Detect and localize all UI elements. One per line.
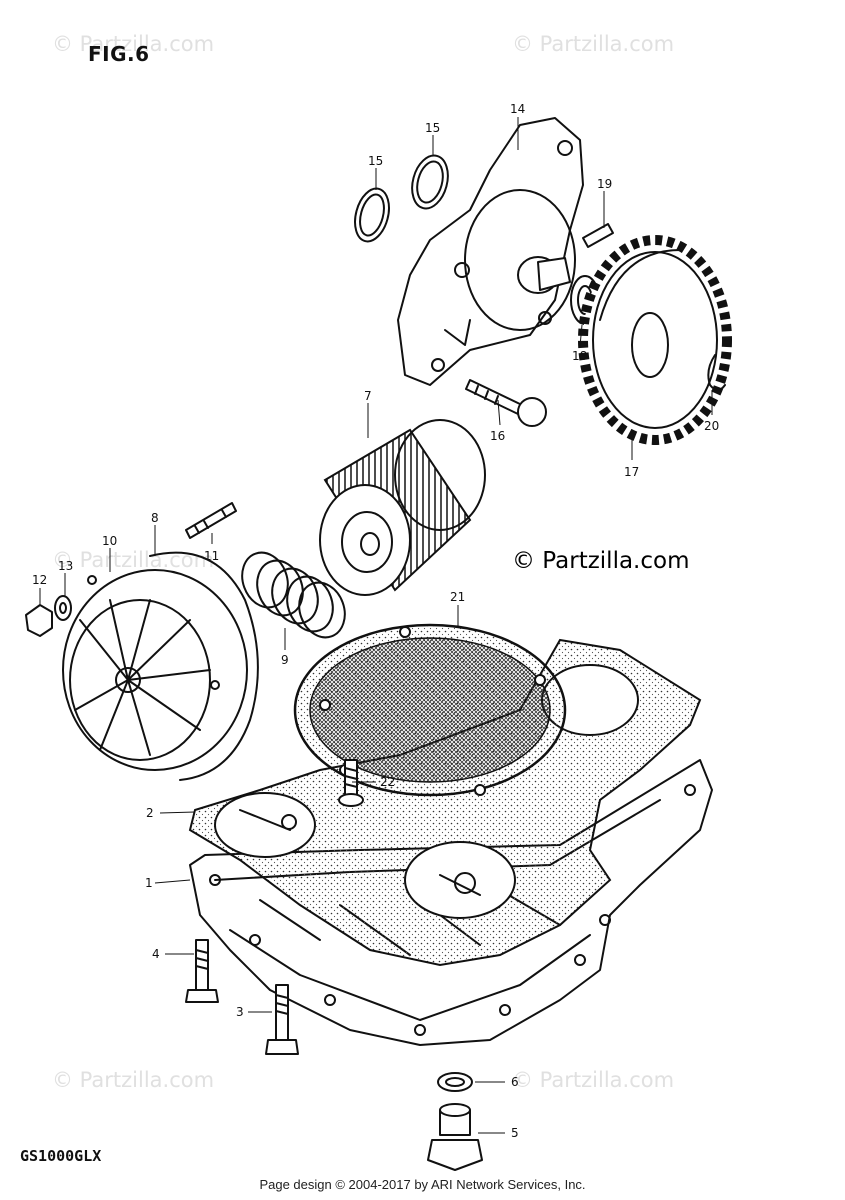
- oil-filter: [319, 419, 486, 596]
- callout-1: 1: [145, 876, 153, 890]
- callout-labels: 1 2 3 4 5 6 7 8 9 10 11 12 13 14 15 15 1…: [32, 102, 719, 1140]
- callout-7: 7: [364, 389, 372, 403]
- bolt-3: [265, 984, 299, 1055]
- callout-4: 4: [152, 947, 160, 961]
- strainer-bolt: [338, 759, 364, 807]
- o-ring-15a: [354, 187, 390, 243]
- callout-17: 17: [624, 465, 639, 479]
- watermark: © Partzilla.com: [512, 32, 675, 56]
- watermark: © Partzilla.com: [52, 1068, 215, 1092]
- callout-14: 14: [510, 102, 525, 116]
- oil-pump: [397, 117, 584, 386]
- callout-19: 19: [597, 177, 612, 191]
- callout-18: 18: [572, 349, 587, 363]
- leader-lines: [39, 117, 713, 1134]
- oil-filter-cap: [62, 569, 248, 771]
- callout-21: 21: [450, 590, 465, 604]
- oil-pan-gasket: [188, 638, 702, 967]
- callout-20: 20: [704, 419, 719, 433]
- callout-8: 8: [151, 511, 159, 525]
- drain-gasket: [437, 1072, 473, 1092]
- figure-title: FIG.6: [88, 42, 150, 66]
- dowel-pin: [582, 223, 614, 248]
- washer: [54, 595, 72, 621]
- callout-12: 12: [32, 573, 47, 587]
- callout-9: 9: [281, 653, 289, 667]
- callout-11: 11: [204, 549, 219, 563]
- bolt-4: [185, 939, 219, 1003]
- callout-10: 10: [102, 534, 117, 548]
- spring: [241, 551, 346, 639]
- stud-bolt: [185, 502, 237, 539]
- copyright-footer: Page design © 2004-2017 by ARI Network S…: [259, 1177, 586, 1192]
- watermark: © Partzilla.com: [52, 548, 215, 572]
- callout-15a: 15: [425, 121, 440, 135]
- callout-15b: 15: [368, 154, 383, 168]
- callout-3: 3: [236, 1005, 244, 1019]
- callout-2: 2: [146, 806, 154, 820]
- pump-screw: [465, 379, 547, 427]
- callout-16: 16: [490, 429, 505, 443]
- circlip: [707, 354, 726, 391]
- callout-22: 22: [380, 775, 395, 789]
- model-code: GS1000GLX: [20, 1147, 102, 1165]
- brand-text: © Partzilla.com: [512, 548, 690, 574]
- callout-5: 5: [511, 1126, 519, 1140]
- drain-plug: [427, 1103, 483, 1171]
- callout-6: 6: [511, 1075, 519, 1089]
- watermark: © Partzilla.com: [52, 32, 215, 56]
- cap-nut: [25, 604, 53, 637]
- pump-gear: [578, 235, 732, 445]
- o-ring-15b: [411, 154, 449, 210]
- o-ring: [149, 551, 259, 781]
- oil-strainer: [293, 623, 567, 797]
- watermark: © Partzilla.com: [512, 1068, 675, 1092]
- callout-13: 13: [58, 559, 73, 573]
